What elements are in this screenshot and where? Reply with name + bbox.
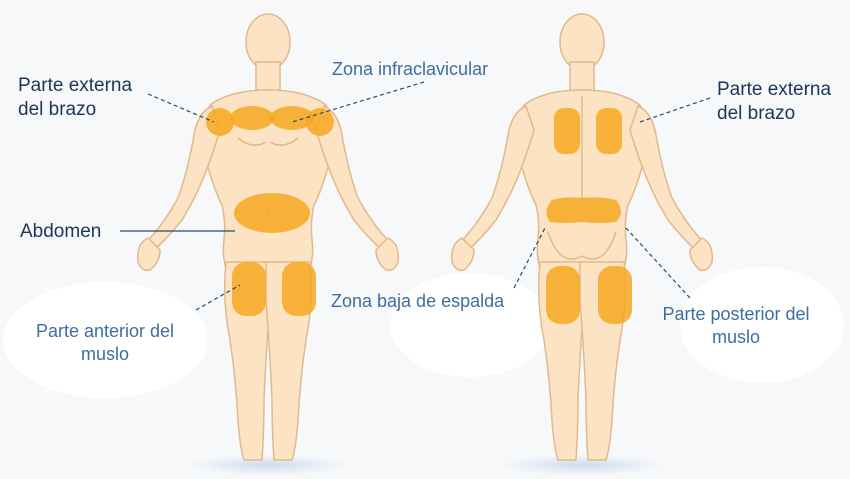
label-front-outer-arm: Parte externa del brazo — [18, 74, 132, 122]
label-line: del brazo — [18, 98, 132, 122]
label-line: muslo — [636, 326, 836, 349]
abdomen-zone — [234, 193, 310, 233]
female-body-back-icon — [452, 14, 713, 460]
label-infraclavicular: Zona infraclavicular — [332, 58, 488, 81]
floor-shadow — [188, 455, 348, 474]
floor-shadow — [502, 455, 662, 474]
front-left-upper-arm-zone — [206, 108, 234, 136]
label-backdrop — [390, 273, 550, 377]
infraclavicular-zone-left — [230, 106, 274, 130]
label-lower-back: Zona baja de espalda — [331, 290, 504, 313]
label-line: Parte externa — [717, 78, 831, 102]
label-back-thigh: Parte posterior del muslo — [636, 303, 836, 348]
front-right-thigh-zone — [282, 262, 316, 316]
infraclavicular-zone-right — [270, 106, 314, 130]
label-abdomen: Abdomen — [20, 220, 101, 244]
female-body-front-icon — [138, 14, 399, 460]
back-right-thigh-zone — [598, 266, 632, 324]
back-left-thigh-zone — [546, 266, 580, 324]
label-line: Parte posterior del — [636, 303, 836, 326]
label-line: Parte anterior del — [10, 320, 200, 343]
back-right-upper-arm-zone — [596, 108, 622, 154]
label-front-thigh: Parte anterior del muslo — [10, 320, 200, 365]
leader-back-thigh — [626, 228, 690, 298]
back-left-upper-arm-zone — [554, 108, 580, 154]
label-line: del brazo — [717, 102, 831, 126]
label-line: muslo — [10, 343, 200, 366]
front-left-thigh-zone — [232, 262, 266, 316]
label-line: Parte externa — [18, 74, 132, 98]
lower-back-zone — [546, 197, 621, 223]
label-back-outer-arm: Parte externa del brazo — [717, 78, 831, 126]
